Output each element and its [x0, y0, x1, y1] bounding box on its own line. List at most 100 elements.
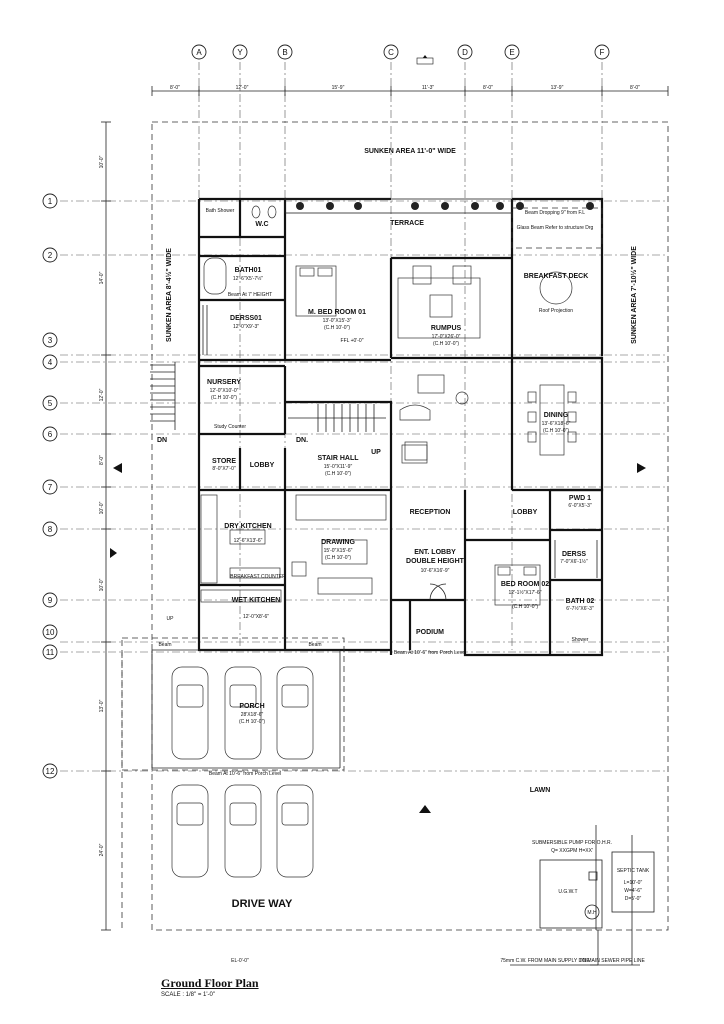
label-store: STORE: [212, 458, 236, 465]
label-dn-steps: DN: [157, 437, 167, 444]
svg-text:13'-0"X15'-3": 13'-0"X15'-3": [323, 318, 352, 324]
label-glass-note: Glass Beam Refer to structure Drg: [517, 225, 594, 231]
svg-text:14'-0": 14'-0": [99, 271, 105, 284]
drawing-scale: SCALE : 1/8" = 1'-0": [161, 992, 215, 998]
label-beam-porch-left: Beam: [158, 642, 171, 648]
svg-text:13'-9": 13'-9": [551, 85, 564, 91]
plot-boundary: [121, 121, 669, 931]
svg-text:2: 2: [48, 251, 53, 260]
svg-text:A: A: [196, 48, 202, 57]
svg-text:8'-0": 8'-0": [630, 85, 640, 91]
svg-text:F: F: [600, 48, 605, 57]
label-bath-shower: Bath Shower: [206, 208, 235, 214]
label-derss: DERSS: [562, 551, 586, 558]
svg-text:7'-0"X6'-1½": 7'-0"X6'-1½": [560, 558, 588, 565]
porch-area: [121, 637, 345, 771]
label-porch: PORCH: [239, 703, 264, 710]
label-beam-bottom: Beam At 10'-6" from Porch Level: [209, 771, 281, 777]
svg-text:10'-0": 10'-0": [99, 578, 105, 591]
label-main-supply: 75mm C.W. FROM MAIN SUPPLY LINE: [500, 958, 590, 964]
svg-text:8'-0"X7'-0": 8'-0"X7'-0": [212, 466, 235, 472]
svg-text:13'-6"X18'-6": 13'-6"X18'-6": [542, 421, 571, 427]
svg-text:(C.H 10'-0"): (C.H 10'-0"): [211, 395, 237, 401]
svg-text:6'-7½"X6'-3": 6'-7½"X6'-3": [566, 605, 594, 612]
svg-text:Beam At 7' HEIGHT: Beam At 7' HEIGHT: [228, 292, 272, 298]
label-wc: W.C: [255, 221, 268, 228]
label-ugwt: U.G.W.T: [558, 889, 577, 895]
svg-text:(C.H 10'-0"): (C.H 10'-0"): [325, 555, 351, 561]
svg-text:W=4'-6": W=4'-6": [624, 888, 642, 894]
section-markers: [110, 55, 646, 813]
svg-text:12'-0": 12'-0": [99, 388, 105, 401]
label-up: UP: [371, 449, 381, 456]
svg-text:9: 9: [48, 596, 53, 605]
label-main-sewer: TO MAIN SEWER PIPE LINE: [579, 958, 645, 964]
svg-text:E: E: [509, 48, 514, 57]
svg-text:(C.H 10'-0"): (C.H 10'-0"): [324, 325, 350, 331]
svg-text:6: 6: [48, 430, 53, 439]
label-stair-hall: STAIR HALL: [317, 455, 359, 462]
label-study-counter: Study Counter: [214, 424, 246, 430]
svg-text:8'-0": 8'-0": [170, 85, 180, 91]
svg-text:15'-0"X11'-9": 15'-0"X11'-9": [324, 464, 353, 470]
svg-text:10'-6"X16'-9": 10'-6"X16'-9": [421, 568, 450, 574]
svg-text:12'-0"X10'-0": 12'-0"X10'-0": [210, 388, 239, 394]
label-derss01: DERSS01: [230, 315, 262, 322]
label-master-bed: M. BED ROOM 01: [308, 309, 366, 316]
svg-text:(C.H 10'-0"): (C.H 10'-0"): [512, 604, 538, 610]
sunken-area-top-label: SUNKEN AREA 11'-0" WIDE: [364, 148, 456, 155]
entry-steps: [150, 362, 176, 430]
cars: [171, 666, 314, 878]
label-double-height: DOUBLE HEIGHT: [406, 558, 465, 565]
label-nursery: NURSERY: [207, 379, 241, 386]
label-lawn: LAWN: [530, 787, 551, 794]
svg-text:Q= XXGPM H=XX': Q= XXGPM H=XX': [551, 848, 593, 854]
label-lobby-2: LOBBY: [513, 509, 538, 516]
svg-text:(C.H 10'-0"): (C.H 10'-0"): [433, 341, 459, 347]
label-drawing: DRAWING: [321, 539, 355, 546]
svg-text:8'-0": 8'-0": [483, 85, 493, 91]
drawing-title: Ground Floor Plan: [161, 976, 259, 990]
label-dry-kitchen: DRY KITCHEN: [224, 523, 271, 530]
svg-text:D: D: [462, 48, 468, 57]
top-dimensions: 8'-0" 12'-0" 15'-9" 11'-3" 8'-0" 13'-9" …: [151, 85, 669, 96]
svg-text:(C.H 10'-0"): (C.H 10'-0"): [325, 471, 351, 477]
svg-text:15'-0"X15'-6": 15'-0"X15'-6": [324, 548, 353, 554]
svg-text:(C.H 10'-0"): (C.H 10'-0"): [239, 719, 265, 725]
svg-text:1: 1: [48, 197, 53, 206]
label-wet-kitchen: WET KITCHEN: [232, 597, 281, 604]
label-bath01: BATH01: [235, 267, 262, 274]
label-bath02: BATH 02: [566, 598, 595, 605]
label-submersible: SUBMERSIBLE PUMP FOR O.H.R.: [532, 840, 612, 846]
svg-text:8: 8: [48, 525, 53, 534]
label-rumpus: RUMPUS: [431, 325, 462, 332]
svg-text:12: 12: [46, 767, 55, 776]
label-lobby-1: LOBBY: [250, 462, 275, 469]
label-podium: PODIUM: [416, 629, 444, 636]
svg-text:(C.H 10'-0"): (C.H 10'-0"): [543, 428, 569, 434]
svg-text:Roof Projection: Roof Projection: [539, 308, 573, 314]
label-ent-lobby: ENT. LOBBY: [414, 549, 456, 556]
label-septic: SEPTIC TANK: [617, 868, 650, 874]
grid-row-bubbles: 1 2 3 4 5 6 7 8 9 10 11 12: [42, 193, 58, 779]
svg-text:28'X18'-6": 28'X18'-6": [241, 712, 264, 718]
svg-text:5: 5: [48, 399, 53, 408]
svg-text:3: 3: [48, 336, 53, 345]
sunken-area-left-label: SUNKEN AREA 8'-4½" WIDE: [165, 248, 173, 342]
terrace-planter: [284, 198, 603, 249]
label-bed-room-02: BED ROOM 02: [501, 581, 549, 588]
label-pwd: PWD 1: [569, 495, 591, 502]
svg-text:8'-0": 8'-0": [99, 455, 105, 465]
grid-column-bubbles: A Y B C D E F: [191, 44, 610, 60]
label-drive-way: DRIVE WAY: [232, 898, 293, 910]
svg-text:12'-0": 12'-0": [236, 85, 249, 91]
svg-text:17'-0"X26'-0": 17'-0"X26'-0": [432, 334, 461, 340]
label-ffl: FFL +0'-0": [341, 338, 364, 344]
svg-text:12'-6"X13'-6": 12'-6"X13'-6": [234, 538, 263, 544]
svg-text:12'-1½"X17'-6": 12'-1½"X17'-6": [509, 589, 542, 596]
svg-text:10'-0": 10'-0": [99, 155, 105, 168]
furniture: [200, 205, 598, 606]
svg-text:12'-0"X8'-6": 12'-0"X8'-6": [243, 614, 269, 620]
svg-text:6'-0"X5'-3": 6'-0"X5'-3": [568, 503, 591, 509]
